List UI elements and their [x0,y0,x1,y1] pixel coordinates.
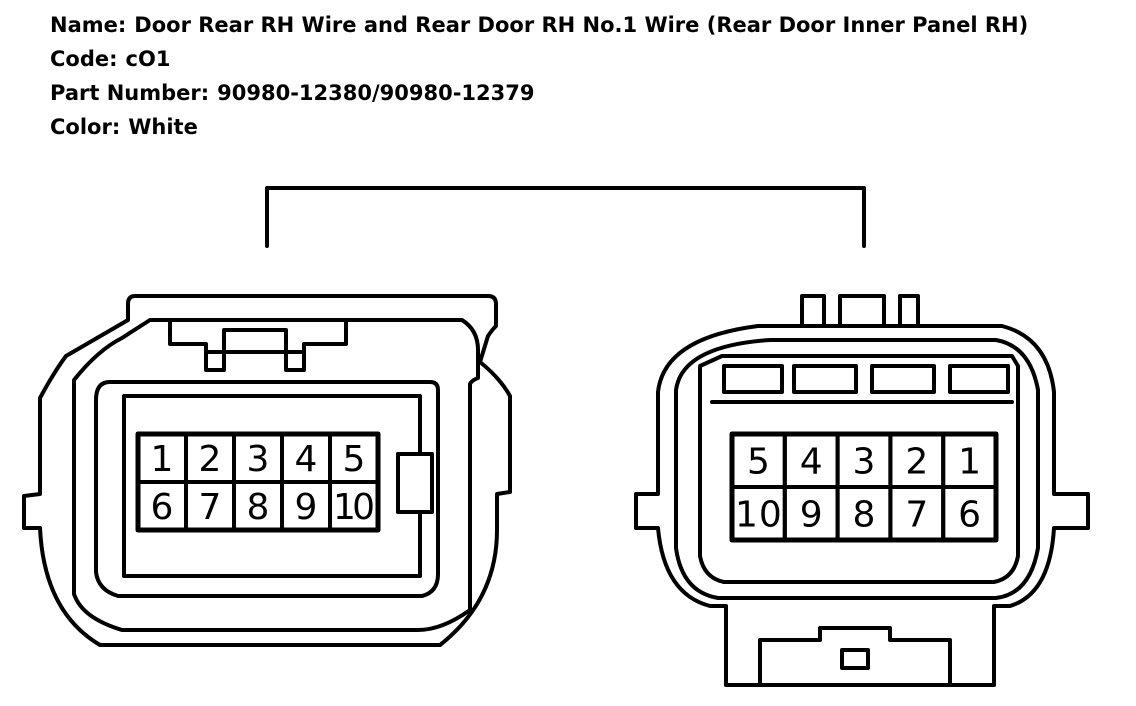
left-connector-inner-frame [72,318,480,632]
name-value: Door Rear RH Wire and Rear Door RH No.1 … [134,13,1029,37]
right-pin-number: 1 [958,442,981,483]
left-pin-number: 7 [199,487,222,528]
connector-info: Name: Door Rear RH Wire and Rear Door RH … [50,8,1028,144]
name-label: Name: [50,13,127,37]
code-value: cO1 [125,47,171,71]
left-pin-number: 2 [199,439,222,480]
right-connector-bottom-latch [758,626,952,687]
right-connector-housing [634,324,1090,687]
part-number-row: Part Number: 90980-12380/90980-12379 [50,76,1028,110]
left-pin-number: 8 [247,487,270,528]
left-pin-number: 9 [295,487,318,528]
right-connector-top-clips [800,294,920,328]
left-pin-cell [328,480,380,532]
left-pin-number: 4 [295,439,318,480]
right-pin-number: 9 [800,495,823,536]
right-pin-number: 7 [905,495,928,536]
color-label: Color: [50,115,121,139]
name-row: Name: Door Rear RH Wire and Rear Door RH … [50,8,1028,42]
right-connector-cavity [698,354,1020,584]
left-pin-number: 3 [247,439,270,480]
color-value: White [128,115,198,139]
code-row: Code: cO1 [50,42,1028,76]
left-pin-number: 10 [333,487,375,528]
right-connector-inner-frame [674,338,1040,600]
left-connector-latch [168,318,348,372]
right-pin-number: 3 [853,442,876,483]
right-pin-cell [941,485,999,542]
left-pin-number: 1 [151,439,174,480]
left-connector-housing [22,294,512,647]
mating-bracket [265,186,866,248]
right-pin-number: 4 [800,442,823,483]
code-label: Code: [50,47,118,71]
left-connector-key [396,452,434,514]
right-pin-number: 8 [853,495,876,536]
left-pin-number: 6 [151,487,174,528]
right-pin-number: 5 [747,442,770,483]
right-pin-number: 2 [905,442,928,483]
right-pin-number: 10 [735,495,782,536]
right-pin-number: 6 [958,495,981,536]
color-row: Color: White [50,110,1028,144]
part-number-value: 90980-12380/90980-12379 [217,81,535,105]
left-pin-number: 5 [343,439,366,480]
left-connector-cavity [94,380,440,598]
part-number-label: Part Number: [50,81,210,105]
right-connector [634,294,1090,687]
